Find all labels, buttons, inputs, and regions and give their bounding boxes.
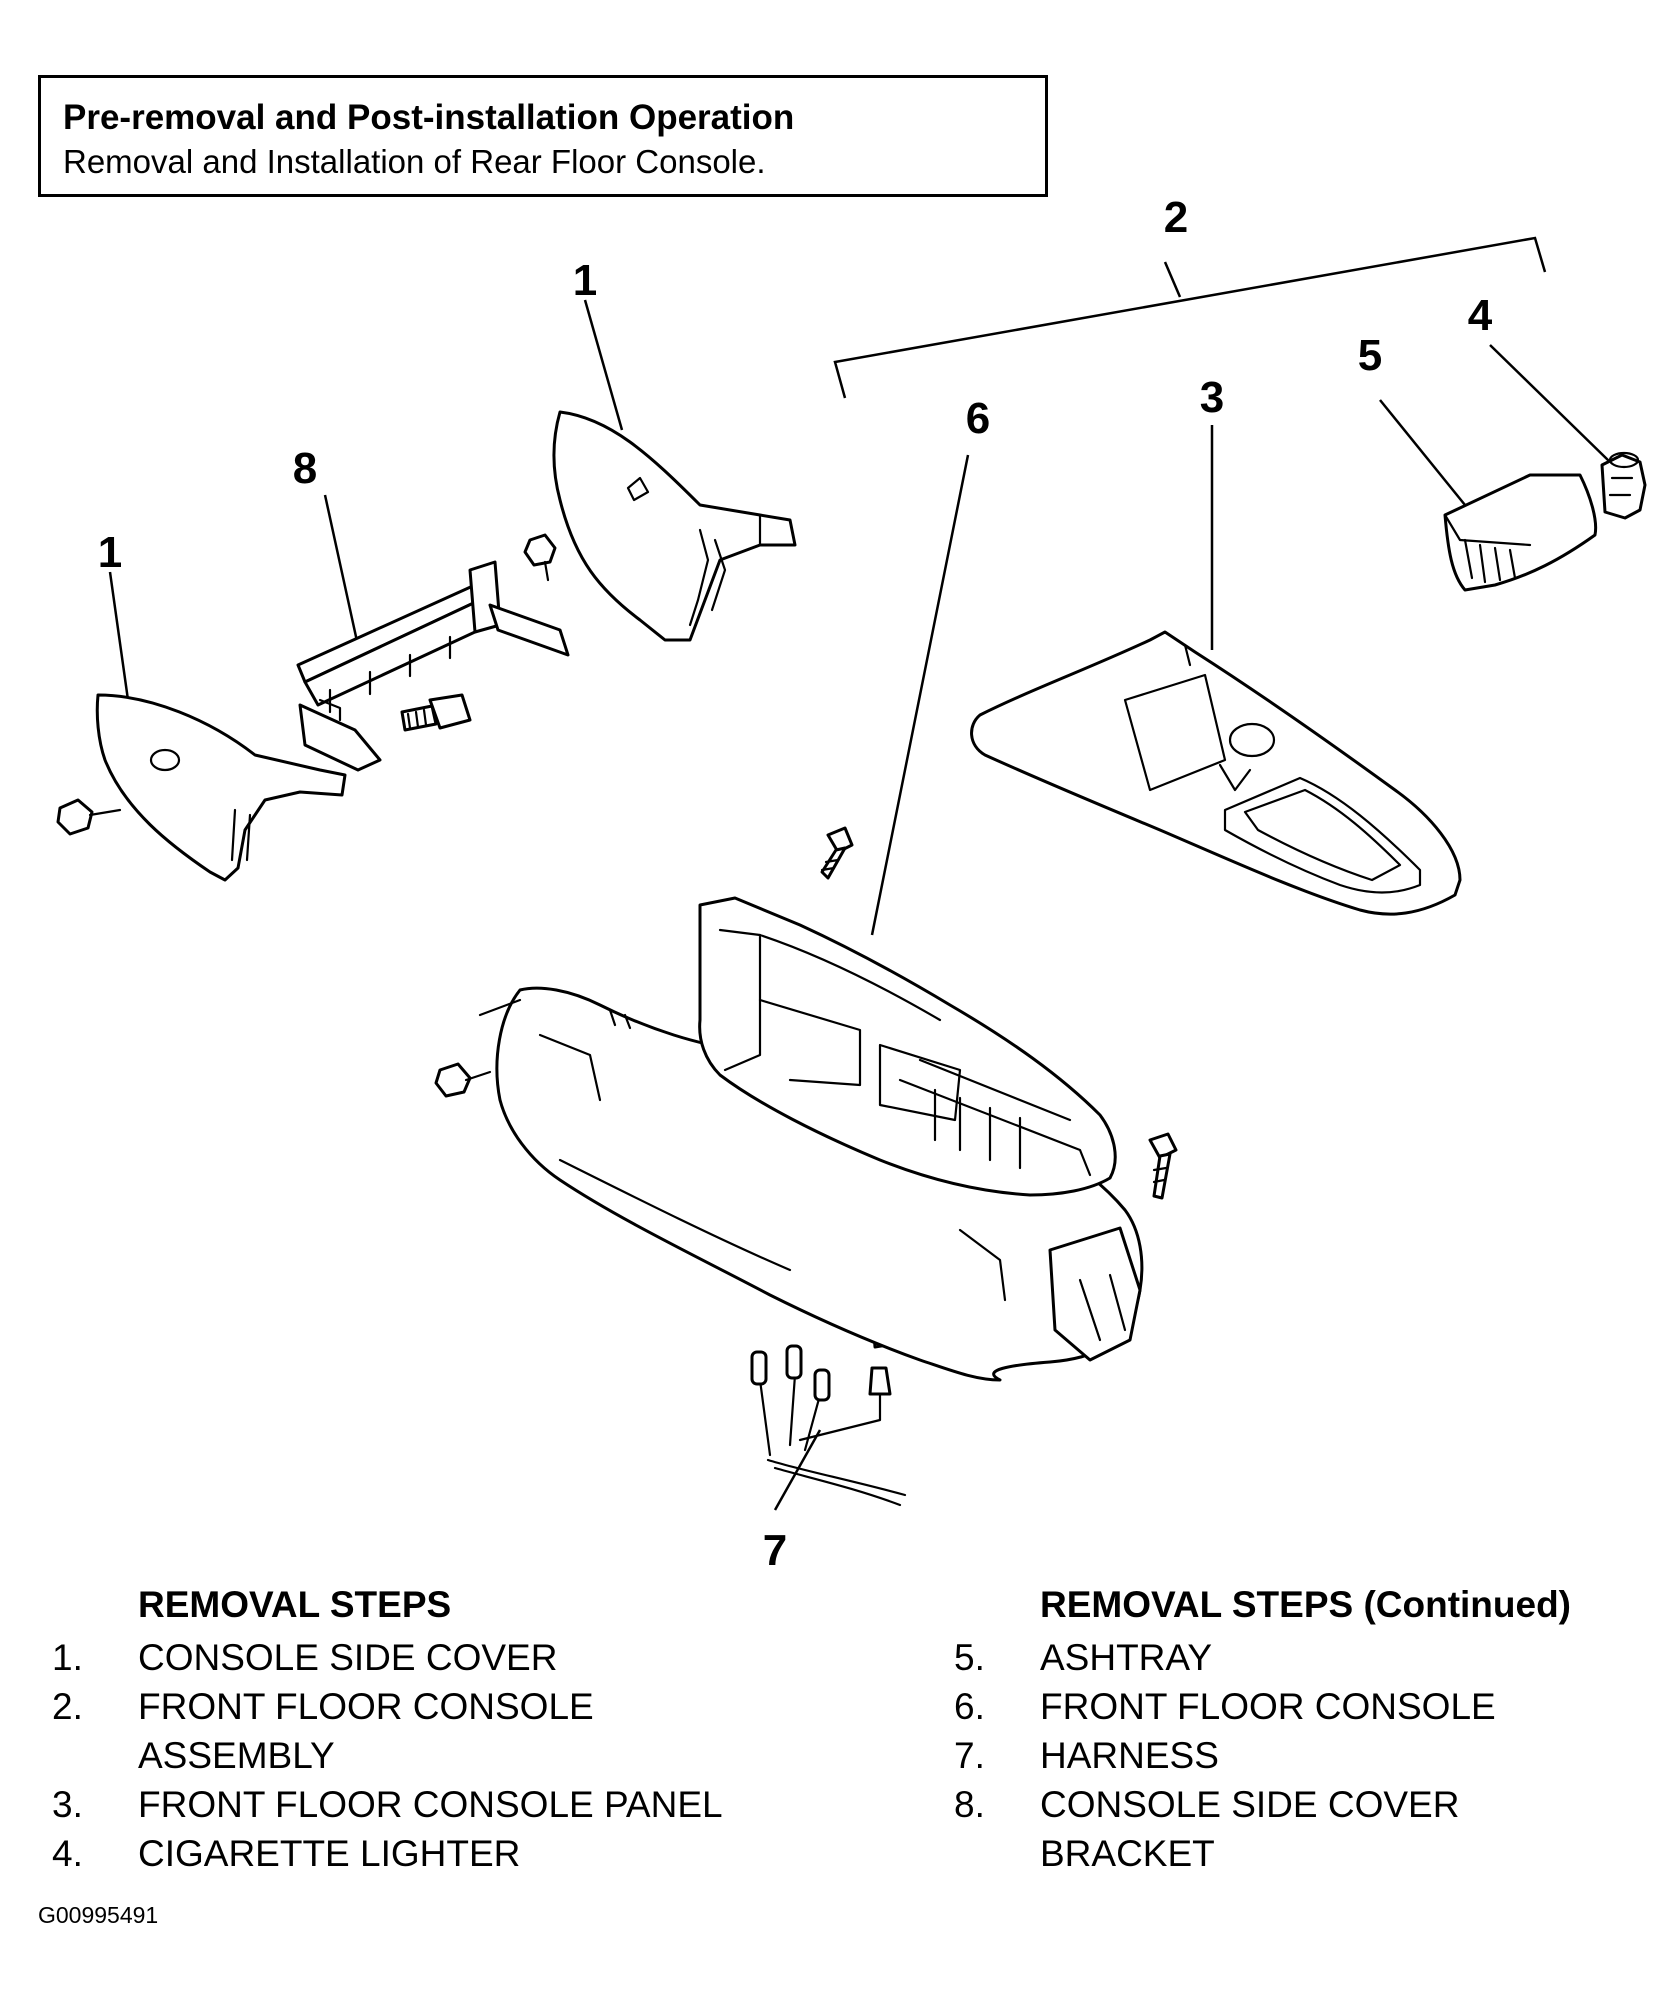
removal-steps-continued-heading: REMOVAL STEPS (Continued) xyxy=(1040,1584,1572,1625)
step-number: 8. xyxy=(954,1784,985,1825)
pre-removal-note-box: Pre-removal and Post-installation Operat… xyxy=(38,75,1048,197)
callout-5: 5 xyxy=(1358,331,1382,380)
list-item: 3. FRONT FLOOR CONSOLE PANEL xyxy=(38,1780,858,1829)
step-number: 3. xyxy=(52,1784,83,1825)
list-item: 8. CONSOLE SIDE COVER BRACKET xyxy=(940,1780,1660,1878)
step-number: 2. xyxy=(52,1686,83,1727)
step-text: CIGARETTE LIGHTER xyxy=(138,1833,521,1874)
step-number: 4. xyxy=(52,1833,83,1874)
step-text: ASHTRAY xyxy=(1040,1637,1213,1678)
removal-steps-right: REMOVAL STEPS (Continued) 5. ASHTRAY 6. FR… xyxy=(940,1580,1660,1878)
leader-lines xyxy=(108,299,1611,1511)
callout-1-upper: 1 xyxy=(573,256,597,305)
callout-4: 4 xyxy=(1468,291,1493,340)
callout-8: 8 xyxy=(293,444,317,493)
list-item: 7. HARNESS xyxy=(940,1731,1660,1780)
step-text: FRONT FLOOR CONSOLE xyxy=(1040,1686,1496,1727)
list-item: 4. CIGARETTE LIGHTER xyxy=(38,1829,858,1878)
step-number: 5. xyxy=(954,1637,985,1678)
console-side-cover-left xyxy=(95,693,347,882)
step-number: 1. xyxy=(52,1637,83,1678)
note-title: Pre-removal and Post-installation Operat… xyxy=(63,98,795,137)
list-item: 6. FRONT FLOOR CONSOLE xyxy=(940,1682,1660,1731)
step-text: CONSOLE SIDE COVER BRACKET xyxy=(1040,1784,1460,1874)
list-item: 1. CONSOLE SIDE COVER xyxy=(38,1633,858,1682)
console-side-cover-upper xyxy=(552,410,797,642)
callout-2: 2 xyxy=(1164,193,1188,242)
list-item: 2. FRONT FLOOR CONSOLE ASSEMBLY xyxy=(38,1682,858,1780)
callout-7: 7 xyxy=(763,1526,787,1575)
removal-steps-heading: REMOVAL STEPS xyxy=(138,1584,452,1625)
step-text: FRONT FLOOR CONSOLE PANEL xyxy=(138,1784,723,1825)
callout-1-left: 1 xyxy=(98,528,122,577)
harness xyxy=(750,1344,907,1507)
console-side-cover-bracket xyxy=(296,560,570,772)
screws xyxy=(820,826,1178,1349)
step-text: HARNESS xyxy=(1040,1735,1219,1776)
cigarette-lighter xyxy=(1600,451,1647,520)
front-floor-console xyxy=(478,896,1144,1382)
assembly-bracket-2 xyxy=(833,236,1547,399)
step-number: 6. xyxy=(954,1686,985,1727)
callout-6: 6 xyxy=(966,394,990,443)
list-item: 5. ASHTRAY xyxy=(940,1633,1660,1682)
figure-id: G00995491 xyxy=(38,1902,159,1928)
exploded-parts-diagram: 1 1 2 3 4 5 6 7 8 xyxy=(56,193,1647,1575)
step-number: 7. xyxy=(954,1735,985,1776)
removal-steps-left: REMOVAL STEPS 1. CONSOLE SIDE COVER 2. FRO… xyxy=(38,1580,858,1878)
ashtray xyxy=(1443,473,1598,592)
clip-fasteners xyxy=(56,533,557,1098)
callout-3: 3 xyxy=(1200,373,1224,422)
step-text: CONSOLE SIDE COVER xyxy=(138,1637,558,1678)
step-text: FRONT FLOOR CONSOLE ASSEMBLY xyxy=(138,1686,594,1776)
note-body: Removal and Installation of Rear Floor C… xyxy=(63,143,766,180)
front-floor-console-panel xyxy=(970,630,1462,916)
